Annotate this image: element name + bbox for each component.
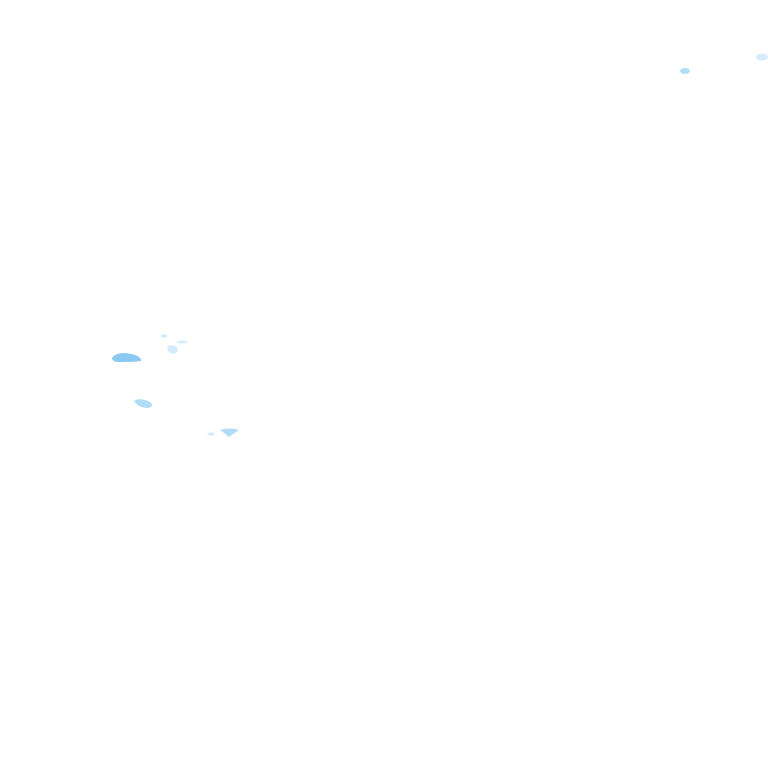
- precip-echo: [167, 345, 178, 354]
- precip-echo: [680, 68, 690, 74]
- precip-echo: [134, 399, 153, 408]
- precip-echo: [112, 353, 142, 362]
- precip-echo: [207, 432, 215, 436]
- precip-cluster-northeast: [680, 53, 768, 74]
- precip-echo: [756, 53, 768, 61]
- precip-echo: [176, 340, 188, 344]
- precip-cluster-west: [112, 334, 239, 437]
- precip-echo: [161, 334, 167, 338]
- precip-echo: [220, 428, 239, 437]
